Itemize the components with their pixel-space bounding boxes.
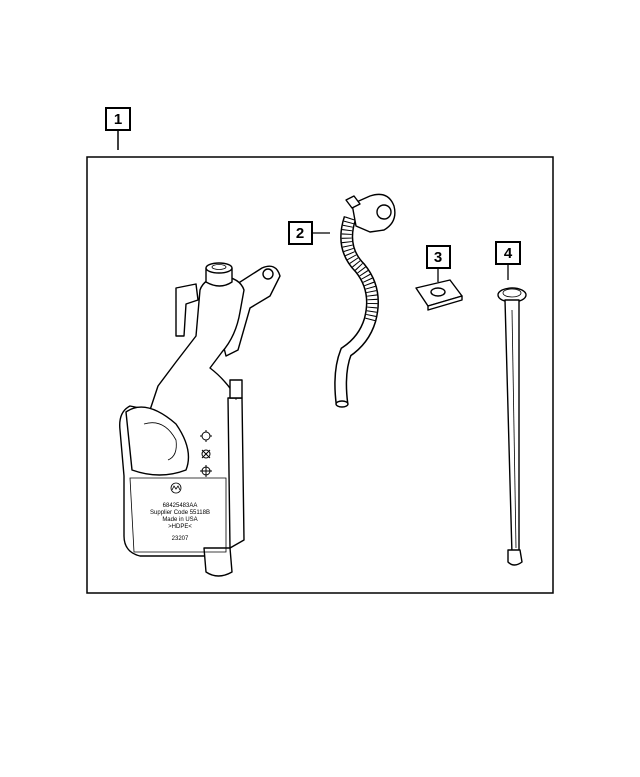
tank-supplier-code: Supplier Code 55118B	[150, 510, 210, 516]
level-indicator-rod[interactable]	[497, 287, 527, 566]
tank-material: >HDPE<	[168, 524, 192, 530]
callout-3-label: 3	[434, 249, 442, 266]
callout-4-label: 4	[504, 245, 513, 262]
tank-code: 23207	[172, 536, 189, 542]
callout-2-label: 2	[296, 225, 304, 242]
coolant-symbol-icon	[200, 465, 212, 477]
coolant-temperature-icon	[200, 430, 212, 442]
tank-origin: Made in USA	[162, 517, 197, 523]
callout-1-label: 1	[114, 111, 122, 128]
callout-1[interactable]: 1	[105, 107, 131, 150]
tank-part-number: 68425483AA	[163, 503, 198, 509]
callout-2[interactable]: 2	[288, 221, 330, 245]
assembly-frame	[86, 156, 554, 594]
retaining-clip[interactable]	[415, 279, 463, 311]
callout-3[interactable]: 3	[426, 245, 451, 282]
mopar-logo-icon	[170, 482, 182, 494]
callout-4[interactable]: 4	[495, 241, 521, 280]
coolant-hose[interactable]	[334, 193, 396, 408]
fan-icon	[201, 449, 211, 459]
coolant-reservoir[interactable]: 68425483AA Supplier Code 55118B Made in …	[119, 262, 281, 577]
